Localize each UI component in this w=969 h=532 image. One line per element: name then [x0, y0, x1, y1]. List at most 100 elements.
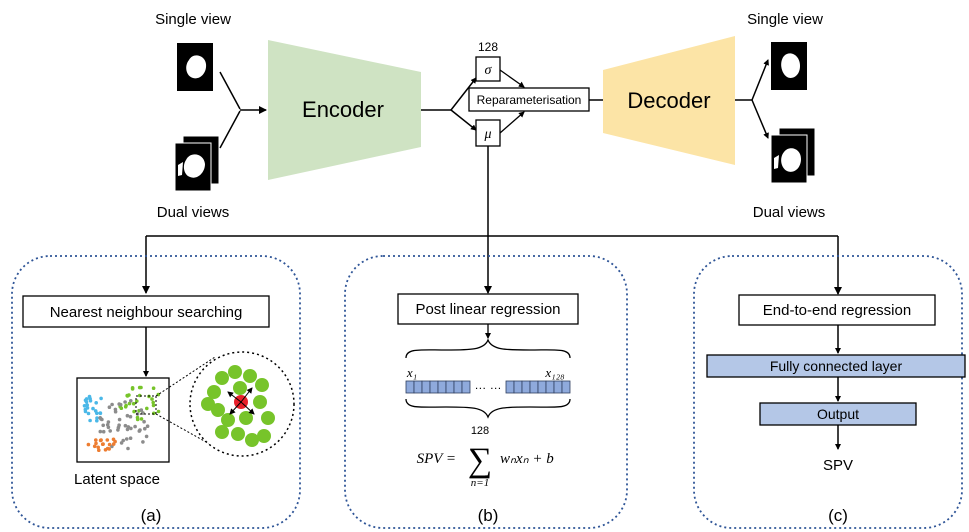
scatter-point: [101, 429, 106, 434]
scatter-point: [139, 408, 144, 412]
scatter-point: [82, 404, 87, 408]
scatter-point: [95, 418, 99, 423]
scatter-point: [105, 423, 110, 427]
scatter-point: [145, 406, 149, 411]
output-dual-views-image: [770, 127, 816, 184]
latent-vector: [405, 380, 571, 394]
latent-dim-label: 128: [478, 40, 498, 54]
vector-cell: [513, 380, 523, 394]
scatter-point: [124, 437, 129, 441]
neighbour-point: [253, 395, 267, 409]
scatter-point: [106, 420, 111, 424]
neighbour-point: [257, 429, 271, 443]
neighbour-arrow: [227, 391, 242, 403]
panel-a-label: (a): [141, 506, 162, 525]
scatter-point: [151, 400, 155, 405]
output-single-view-image: [771, 42, 807, 90]
panel-c-regression-box: [738, 294, 936, 326]
output-single-view-label: Single view: [747, 11, 823, 28]
scatter-point: [127, 401, 132, 406]
decoder-shape: [603, 36, 735, 165]
neighbour-arrow: [240, 387, 253, 403]
zoom-neighbours: [201, 365, 275, 447]
latent-distribution-lines: [142, 146, 842, 295]
scatter-point: [128, 414, 133, 419]
scatter-point: [88, 418, 92, 423]
neighbour-point: [215, 425, 229, 439]
scatter-point: [132, 409, 136, 414]
scatter-point: [94, 441, 98, 446]
scatter-point: [91, 406, 95, 411]
scatter-point: [133, 424, 137, 429]
scatter-point: [121, 438, 125, 443]
vector-cell: [405, 380, 415, 394]
neighbour-point: [231, 427, 245, 441]
top-brace: [405, 338, 571, 359]
mu-label: μ: [483, 127, 491, 142]
neighbour-point: [255, 378, 269, 392]
scatter-point: [123, 423, 128, 428]
latent-space-label: Latent space: [74, 471, 160, 488]
scatter-point: [156, 409, 161, 414]
input-merge-arrow: [219, 71, 267, 149]
scatter-point: [86, 442, 91, 447]
scatter-point: [103, 448, 108, 452]
scatter-point: [125, 393, 129, 398]
formula-lhs: SPV =: [417, 451, 456, 467]
vector-cell: [429, 380, 439, 394]
scatter-point: [107, 405, 112, 410]
scatter-point: [99, 438, 103, 442]
panel-b-regression-box: [397, 293, 579, 325]
neighbour-point: [207, 385, 221, 399]
bottom-brace: [405, 398, 571, 419]
panel-c-regression-label: End-to-end regression: [763, 302, 911, 319]
scatter-point: [125, 413, 130, 418]
neighbour-point: [243, 369, 257, 383]
scatter-point: [144, 434, 149, 439]
vector-cell: [505, 380, 515, 394]
scatter-point: [143, 426, 147, 431]
scatter-point: [107, 447, 111, 451]
scatter-point: [137, 385, 142, 390]
latent-space-scatter: [82, 385, 161, 453]
scatter-point: [96, 445, 100, 450]
scatter-point: [94, 438, 98, 442]
scatter-point: [107, 442, 112, 447]
scatter-point: [135, 417, 140, 422]
scatter-point: [108, 429, 112, 433]
panel-a-border: [11, 255, 301, 529]
panel-c-border: [693, 255, 963, 529]
input-single-view-image: [177, 43, 213, 91]
latent-to-reparam-arrows: [499, 69, 603, 134]
scatter-point: [95, 416, 99, 420]
scatter-point: [145, 424, 150, 429]
formula-sum-symbol: ∑: [468, 442, 492, 479]
panel-a-search-label: Nearest neighbour searching: [50, 304, 243, 321]
scatter-point: [92, 444, 97, 449]
scatter-point: [94, 401, 98, 405]
sigma-box: [475, 56, 501, 82]
encoder-label: Encoder: [302, 97, 384, 122]
scatter-point: [110, 402, 114, 407]
neighbour-point: [201, 397, 215, 411]
neighbour-arrow: [240, 401, 255, 415]
scatter-point: [152, 411, 156, 416]
scatter-point: [84, 400, 89, 404]
scatter-point: [116, 425, 121, 430]
spv-output-label: SPV: [823, 457, 853, 474]
vector-cell: [453, 380, 463, 394]
neighbour-point: [233, 381, 247, 395]
neighbour-point: [245, 433, 259, 447]
formula-sum-upper: 128: [471, 425, 489, 437]
decoder-split-arrow: [735, 59, 769, 139]
input-dual-views-label: Dual views: [157, 204, 230, 221]
vector-cell: [437, 380, 447, 394]
vector-cell: [421, 380, 431, 394]
decoder-label: Decoder: [627, 88, 710, 113]
output-dual-views-label: Dual views: [753, 204, 826, 221]
scatter-point: [128, 436, 133, 441]
vector-cell: [529, 380, 539, 394]
vector-ellipsis: … …: [474, 378, 501, 392]
neighbour-arrow: [229, 401, 242, 415]
scatter-point: [99, 396, 103, 401]
